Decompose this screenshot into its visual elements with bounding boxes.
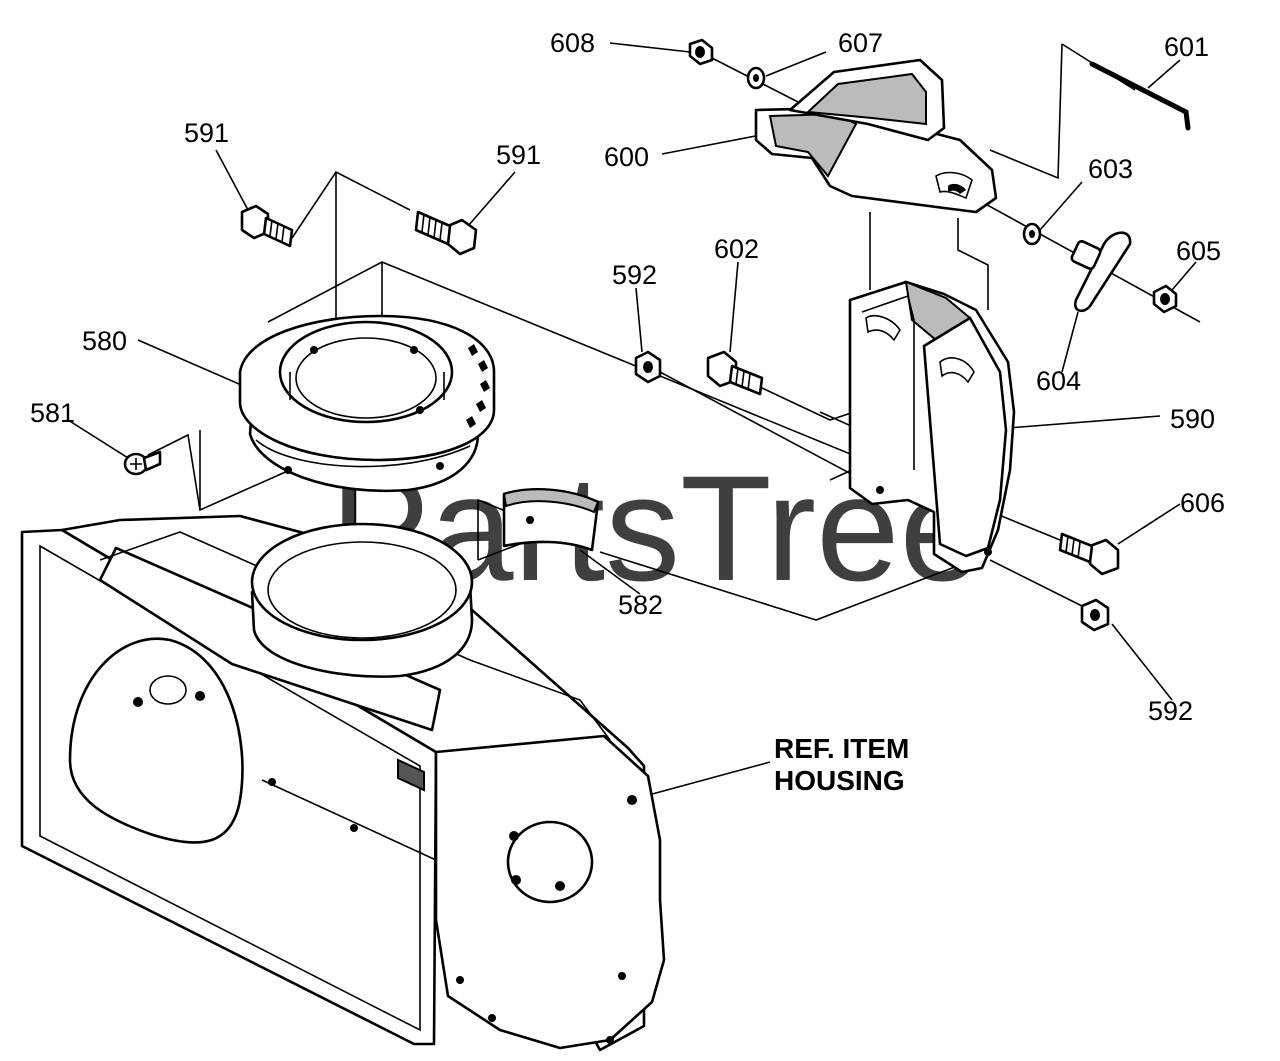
- ref-item-label-line2: HOUSING: [774, 765, 905, 796]
- label-600: 600: [604, 142, 649, 172]
- nut-592-upper: [634, 350, 662, 384]
- label-592-upper: 592: [612, 260, 657, 290]
- label-591-right: 591: [496, 140, 541, 170]
- label-592-lower: 592: [1148, 696, 1193, 726]
- bolt-606: [1058, 532, 1120, 576]
- label-606: 606: [1180, 488, 1225, 518]
- washer-607: [746, 66, 766, 90]
- bolt-602: [706, 350, 764, 396]
- label-602: 602: [714, 234, 759, 264]
- bolt-591-right: [414, 210, 478, 256]
- part-labels: 608 607 601 600 603 591 591 602 592 605 …: [30, 28, 1225, 796]
- chute-bracket-590: [848, 280, 1016, 574]
- label-603: 603: [1088, 154, 1133, 184]
- pin-601: [1089, 61, 1191, 131]
- label-590: 590: [1170, 404, 1215, 434]
- label-591-left: 591: [184, 118, 229, 148]
- label-607: 607: [838, 28, 883, 58]
- ref-item-label-line1: REF. ITEM: [774, 733, 909, 764]
- label-604: 604: [1036, 366, 1081, 396]
- label-582: 582: [618, 590, 663, 620]
- chute-crank-600: [754, 58, 998, 214]
- label-601: 601: [1164, 32, 1209, 62]
- label-605: 605: [1176, 236, 1221, 266]
- nut-592-lower: [1080, 598, 1110, 632]
- clamp-582: [502, 488, 600, 552]
- nut-605: [1152, 284, 1178, 314]
- chute-ring-580: [238, 314, 496, 493]
- screw-581: [123, 450, 162, 476]
- bolt-591-left: [240, 204, 294, 248]
- label-580: 580: [82, 326, 127, 356]
- nut-608: [688, 38, 714, 66]
- housing-ref-item: [20, 514, 666, 1052]
- label-581: 581: [30, 398, 75, 428]
- label-608: 608: [550, 28, 595, 58]
- knob-604: [1070, 231, 1132, 313]
- washer-603: [1022, 222, 1042, 246]
